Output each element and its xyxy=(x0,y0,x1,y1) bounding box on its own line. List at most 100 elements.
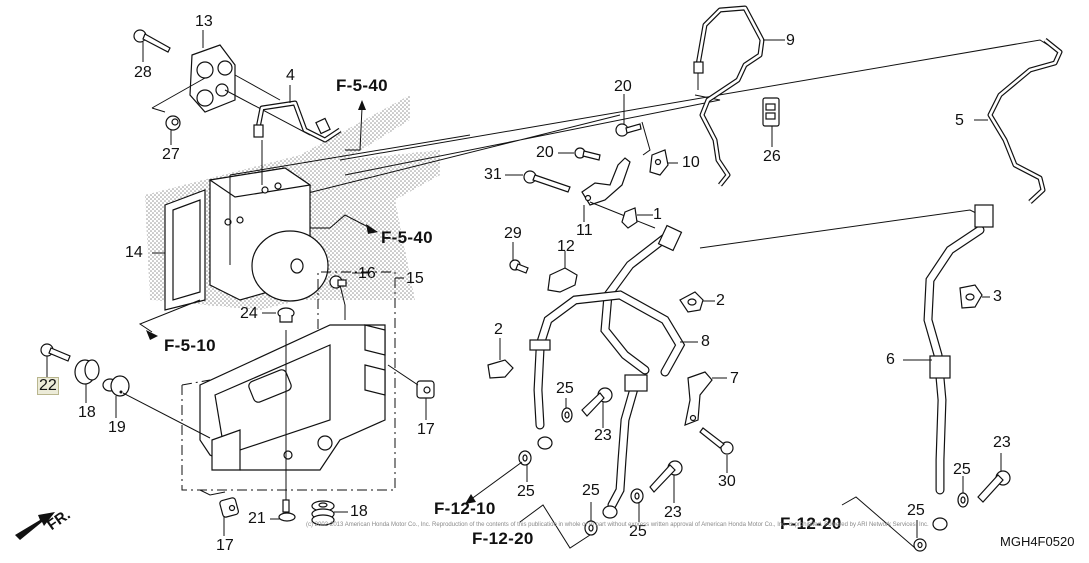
callout-18[interactable]: 18 xyxy=(350,503,368,520)
callout-17[interactable]: 17 xyxy=(216,537,234,554)
callout-10[interactable]: 10 xyxy=(682,154,700,171)
leader-line xyxy=(697,39,785,90)
banjo-bolt-part[interactable] xyxy=(649,460,683,493)
bolt-part[interactable] xyxy=(329,275,347,289)
callout-26[interactable]: 26 xyxy=(763,148,781,165)
callout-15[interactable]: 15 xyxy=(406,270,424,287)
leader-line xyxy=(519,502,592,549)
clip-nut-part[interactable] xyxy=(416,380,435,399)
hose-stay-part[interactable] xyxy=(684,371,713,426)
ref-link-f-5-40[interactable]: F-5-40 xyxy=(381,228,433,247)
abs-modulator-part[interactable] xyxy=(164,167,329,311)
ref-link-f-5-10[interactable]: F-5-10 xyxy=(164,336,216,355)
callout-2[interactable]: 2 xyxy=(716,292,725,309)
callout-28[interactable]: 28 xyxy=(134,64,152,81)
callout-25[interactable]: 25 xyxy=(517,483,535,500)
callout-24[interactable]: 24 xyxy=(240,305,258,322)
callout-1[interactable]: 1 xyxy=(653,206,662,223)
callout-20[interactable]: 20 xyxy=(614,78,632,95)
callout-16[interactable]: 16 xyxy=(358,265,376,282)
callout-17[interactable]: 17 xyxy=(417,421,435,438)
ref-arrow-line xyxy=(345,107,363,151)
joint-part[interactable] xyxy=(189,44,236,113)
grommet-part[interactable] xyxy=(311,500,335,526)
clip-part[interactable] xyxy=(621,207,638,229)
callout-4[interactable]: 4 xyxy=(286,67,295,84)
arrow-head xyxy=(146,330,158,340)
callout-25[interactable]: 25 xyxy=(556,380,574,397)
grommet-part[interactable] xyxy=(74,359,100,385)
sealing-washer[interactable] xyxy=(561,407,573,423)
callout-7[interactable]: 7 xyxy=(730,370,739,387)
callout-23[interactable]: 23 xyxy=(664,504,682,521)
banjo-fitting xyxy=(602,505,618,519)
grommet-part[interactable] xyxy=(277,307,295,323)
callout-23[interactable]: 23 xyxy=(594,427,612,444)
callout-2[interactable]: 2 xyxy=(494,321,503,338)
diagram-code: MGH4F0520 xyxy=(1000,534,1075,549)
screw-part[interactable] xyxy=(278,499,296,522)
bolt-part[interactable] xyxy=(523,170,571,193)
sealing-washer[interactable] xyxy=(957,492,969,508)
callout-23[interactable]: 23 xyxy=(993,434,1011,451)
callout-22-selected[interactable]: 22 xyxy=(37,377,59,395)
sealing-washer[interactable] xyxy=(630,488,644,504)
callout-5[interactable]: 5 xyxy=(955,112,964,129)
callout-25[interactable]: 25 xyxy=(953,461,971,478)
brake-pipe-part[interactable] xyxy=(255,100,342,143)
nut-part[interactable] xyxy=(165,115,181,131)
bolt-part[interactable] xyxy=(40,343,71,362)
abs-bracket-part[interactable] xyxy=(199,324,386,471)
callout-12[interactable]: 12 xyxy=(557,238,575,255)
callout-25[interactable]: 25 xyxy=(629,523,647,540)
collar-part[interactable] xyxy=(102,375,130,397)
sealing-washer[interactable] xyxy=(913,538,927,552)
pipe-fitting xyxy=(693,61,704,74)
callout-25[interactable]: 25 xyxy=(907,502,925,519)
callout-31[interactable]: 31 xyxy=(484,166,502,183)
callout-9[interactable]: 9 xyxy=(786,32,795,49)
callout-8[interactable]: 8 xyxy=(701,333,710,350)
stay-part[interactable] xyxy=(581,157,631,206)
callout-27[interactable]: 27 xyxy=(162,146,180,163)
ref-link-f-12-10[interactable]: F-12-10 xyxy=(434,499,496,518)
assembly-bracket-box xyxy=(181,271,396,491)
bolt-part[interactable] xyxy=(699,427,734,455)
banjo-fitting xyxy=(537,436,553,450)
callout-25[interactable]: 25 xyxy=(582,482,600,499)
callout-29[interactable]: 29 xyxy=(504,225,522,242)
bolt-part[interactable] xyxy=(509,259,529,274)
banjo-bolt-part[interactable] xyxy=(977,470,1011,503)
leader-line xyxy=(115,392,211,439)
callout-14[interactable]: 14 xyxy=(125,244,143,261)
callout-20[interactable]: 20 xyxy=(536,144,554,161)
leader-line xyxy=(229,39,1049,176)
callout-21[interactable]: 21 xyxy=(248,510,266,527)
callout-18[interactable]: 18 xyxy=(78,404,96,421)
ref-link-f-12-20[interactable]: F-12-20 xyxy=(780,514,842,533)
callout-11[interactable]: 11 xyxy=(576,222,593,239)
ref-arrow-line xyxy=(138,299,201,333)
callout-30[interactable]: 30 xyxy=(718,473,736,490)
callout-13[interactable]: 13 xyxy=(195,13,213,30)
bolt-part[interactable] xyxy=(574,147,601,161)
bolt-part[interactable] xyxy=(133,29,171,53)
sealing-washer[interactable] xyxy=(518,450,532,466)
callout-6[interactable]: 6 xyxy=(886,351,895,368)
clamp-part[interactable] xyxy=(649,149,669,176)
bolt-part[interactable] xyxy=(615,123,642,137)
connector-block-part[interactable] xyxy=(762,97,780,127)
hose-clamp-part[interactable] xyxy=(487,359,514,379)
clip-nut-part[interactable] xyxy=(219,497,239,518)
pipe-fitting xyxy=(253,124,264,138)
clamp-part[interactable] xyxy=(547,267,578,293)
hose-clamp-part[interactable] xyxy=(679,291,704,313)
hose-clamp-part[interactable] xyxy=(959,284,983,309)
callout-3[interactable]: 3 xyxy=(993,288,1002,305)
sealing-washer[interactable] xyxy=(584,520,598,536)
ref-link-f-12-20[interactable]: F-12-20 xyxy=(472,529,534,548)
banjo-bolt-part[interactable] xyxy=(581,387,613,417)
ref-link-f-5-40[interactable]: F-5-40 xyxy=(336,76,388,95)
callout-19[interactable]: 19 xyxy=(108,419,126,436)
